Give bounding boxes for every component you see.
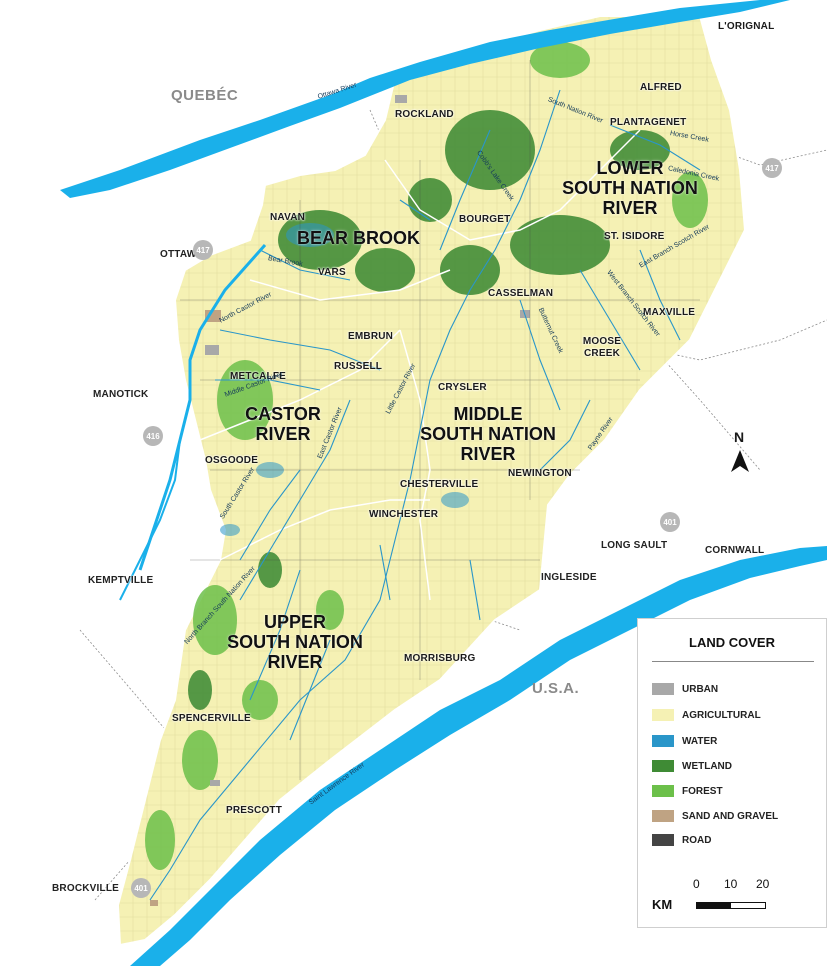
legend-swatch-forest — [652, 785, 674, 797]
land-cover-legend: LAND COVER URBAN AGRICULTURAL WATER WETL… — [637, 618, 827, 928]
scale-unit-label: KM — [652, 897, 673, 912]
legend-label: WATER — [682, 735, 718, 747]
legend-label: AGRICULTURAL — [682, 709, 761, 721]
legend-title: LAND COVER — [689, 635, 775, 650]
legend-item-wetland: WETLAND — [652, 759, 732, 773]
town-alfred: ALFRED — [640, 82, 682, 93]
scale-bar-light-segment — [731, 903, 765, 908]
town-bourget: BOURGET — [459, 214, 511, 225]
town-plantagenet: PLANTAGENET — [610, 117, 687, 128]
region-castor-river: CASTOR RIVER — [245, 404, 321, 444]
usa-label: U.S.A. — [532, 680, 580, 697]
legend-item-urban: URBAN — [652, 682, 718, 696]
legend-label: ROAD — [682, 834, 712, 846]
legend-swatch-sand-gravel — [652, 810, 674, 822]
town-russell: RUSSELL — [334, 361, 383, 372]
rivers — [149, 89, 701, 901]
scale-bar-dark-segment — [697, 903, 731, 908]
town-chesterville: CHESTERVILLE — [400, 479, 479, 490]
town-osgoode: OSGOODE — [205, 455, 259, 466]
region-middle-south-nation: MIDDLE SOUTH NATION RIVER — [420, 404, 556, 464]
north-label: N — [734, 429, 745, 445]
highway-416-shield: 416 — [143, 426, 163, 446]
legend-label: URBAN — [682, 683, 719, 695]
town-ingleside: INGLESIDE — [541, 572, 597, 583]
legend-label: FOREST — [682, 785, 723, 797]
legend-swatch-road — [652, 834, 674, 846]
quebec-label: QUEBÉC — [171, 87, 239, 104]
town-brockville: BROCKVILLE — [52, 883, 119, 894]
highway-401-west-shield: 401 — [131, 878, 151, 898]
subwatershed-boundaries — [199, 129, 641, 601]
legend-item-water: WATER — [652, 734, 717, 748]
roads — [180, 60, 700, 780]
scale-tick-10: 10 — [724, 877, 738, 891]
legend-label: SAND AND GRAVEL — [682, 810, 779, 822]
town-long-sault: LONG SAULT — [601, 540, 668, 551]
legend-item-sand-gravel: SAND AND GRAVEL — [652, 809, 778, 823]
town-kemptville: KEMPTVILLE — [88, 575, 154, 586]
region-upper-south-nation: UPPER SOUTH NATION RIVER — [227, 612, 363, 672]
town-cornwall: CORNWALL — [705, 545, 765, 556]
town-moose-creek: MOOSE CREEK — [582, 336, 622, 359]
rideau-river-north — [119, 439, 181, 601]
town-winchester: WINCHESTER — [369, 509, 439, 520]
north-arrow: N — [727, 430, 753, 476]
legend-label: WETLAND — [682, 760, 732, 772]
town-rockland: ROCKLAND — [395, 109, 454, 120]
region-lower-south-nation: LOWER SOUTH NATION RIVER — [562, 158, 698, 218]
scale-tick-20: 20 — [756, 877, 770, 891]
legend-item-agricultural: AGRICULTURAL — [652, 708, 761, 722]
legend-item-road: ROAD — [652, 833, 711, 847]
legend-divider — [652, 661, 814, 662]
highway-401-east-shield: 401 — [660, 512, 680, 532]
region-bear-brook: BEAR BROOK — [297, 228, 421, 248]
scale-bar — [696, 902, 766, 909]
town-crysler: CRYSLER — [438, 382, 487, 393]
north-arrow-icon — [731, 450, 749, 472]
town-vars: VARS — [318, 267, 346, 278]
town-maxville: MAXVILLE — [643, 307, 696, 318]
highway-417-east-shield: 417 — [762, 158, 782, 178]
town-navan: NAVAN — [270, 212, 306, 223]
town-prescott: PRESCOTT — [226, 805, 283, 816]
town-spencerville: SPENCERVILLE — [172, 713, 251, 724]
town-newington: NEWINGTON — [508, 468, 572, 479]
legend-swatch-urban — [652, 683, 674, 695]
town-morrisburg: MORRISBURG — [404, 653, 476, 664]
town-embrun: EMBRUN — [348, 331, 394, 342]
town-metcalfe: METCALFE — [230, 371, 287, 382]
highway-417-west-shield: 417 — [193, 240, 213, 260]
town-casselman: CASSELMAN — [488, 288, 554, 299]
legend-swatch-wetland — [652, 760, 674, 772]
town-manotick: MANOTICK — [93, 389, 149, 400]
ottawa-river — [60, 0, 790, 198]
legend-item-forest: FOREST — [652, 784, 723, 798]
scale-tick-0: 0 — [693, 877, 700, 891]
legend-swatch-water — [652, 735, 674, 747]
rideau-river — [138, 244, 267, 571]
town-lorignal: L'ORIGNAL — [718, 21, 775, 32]
town-ottawa: OTTAWA — [160, 249, 204, 260]
legend-swatch-agricultural — [652, 709, 674, 721]
town-st-isidore: ST. ISIDORE — [604, 231, 665, 242]
saint-lawrence-river — [130, 546, 827, 966]
